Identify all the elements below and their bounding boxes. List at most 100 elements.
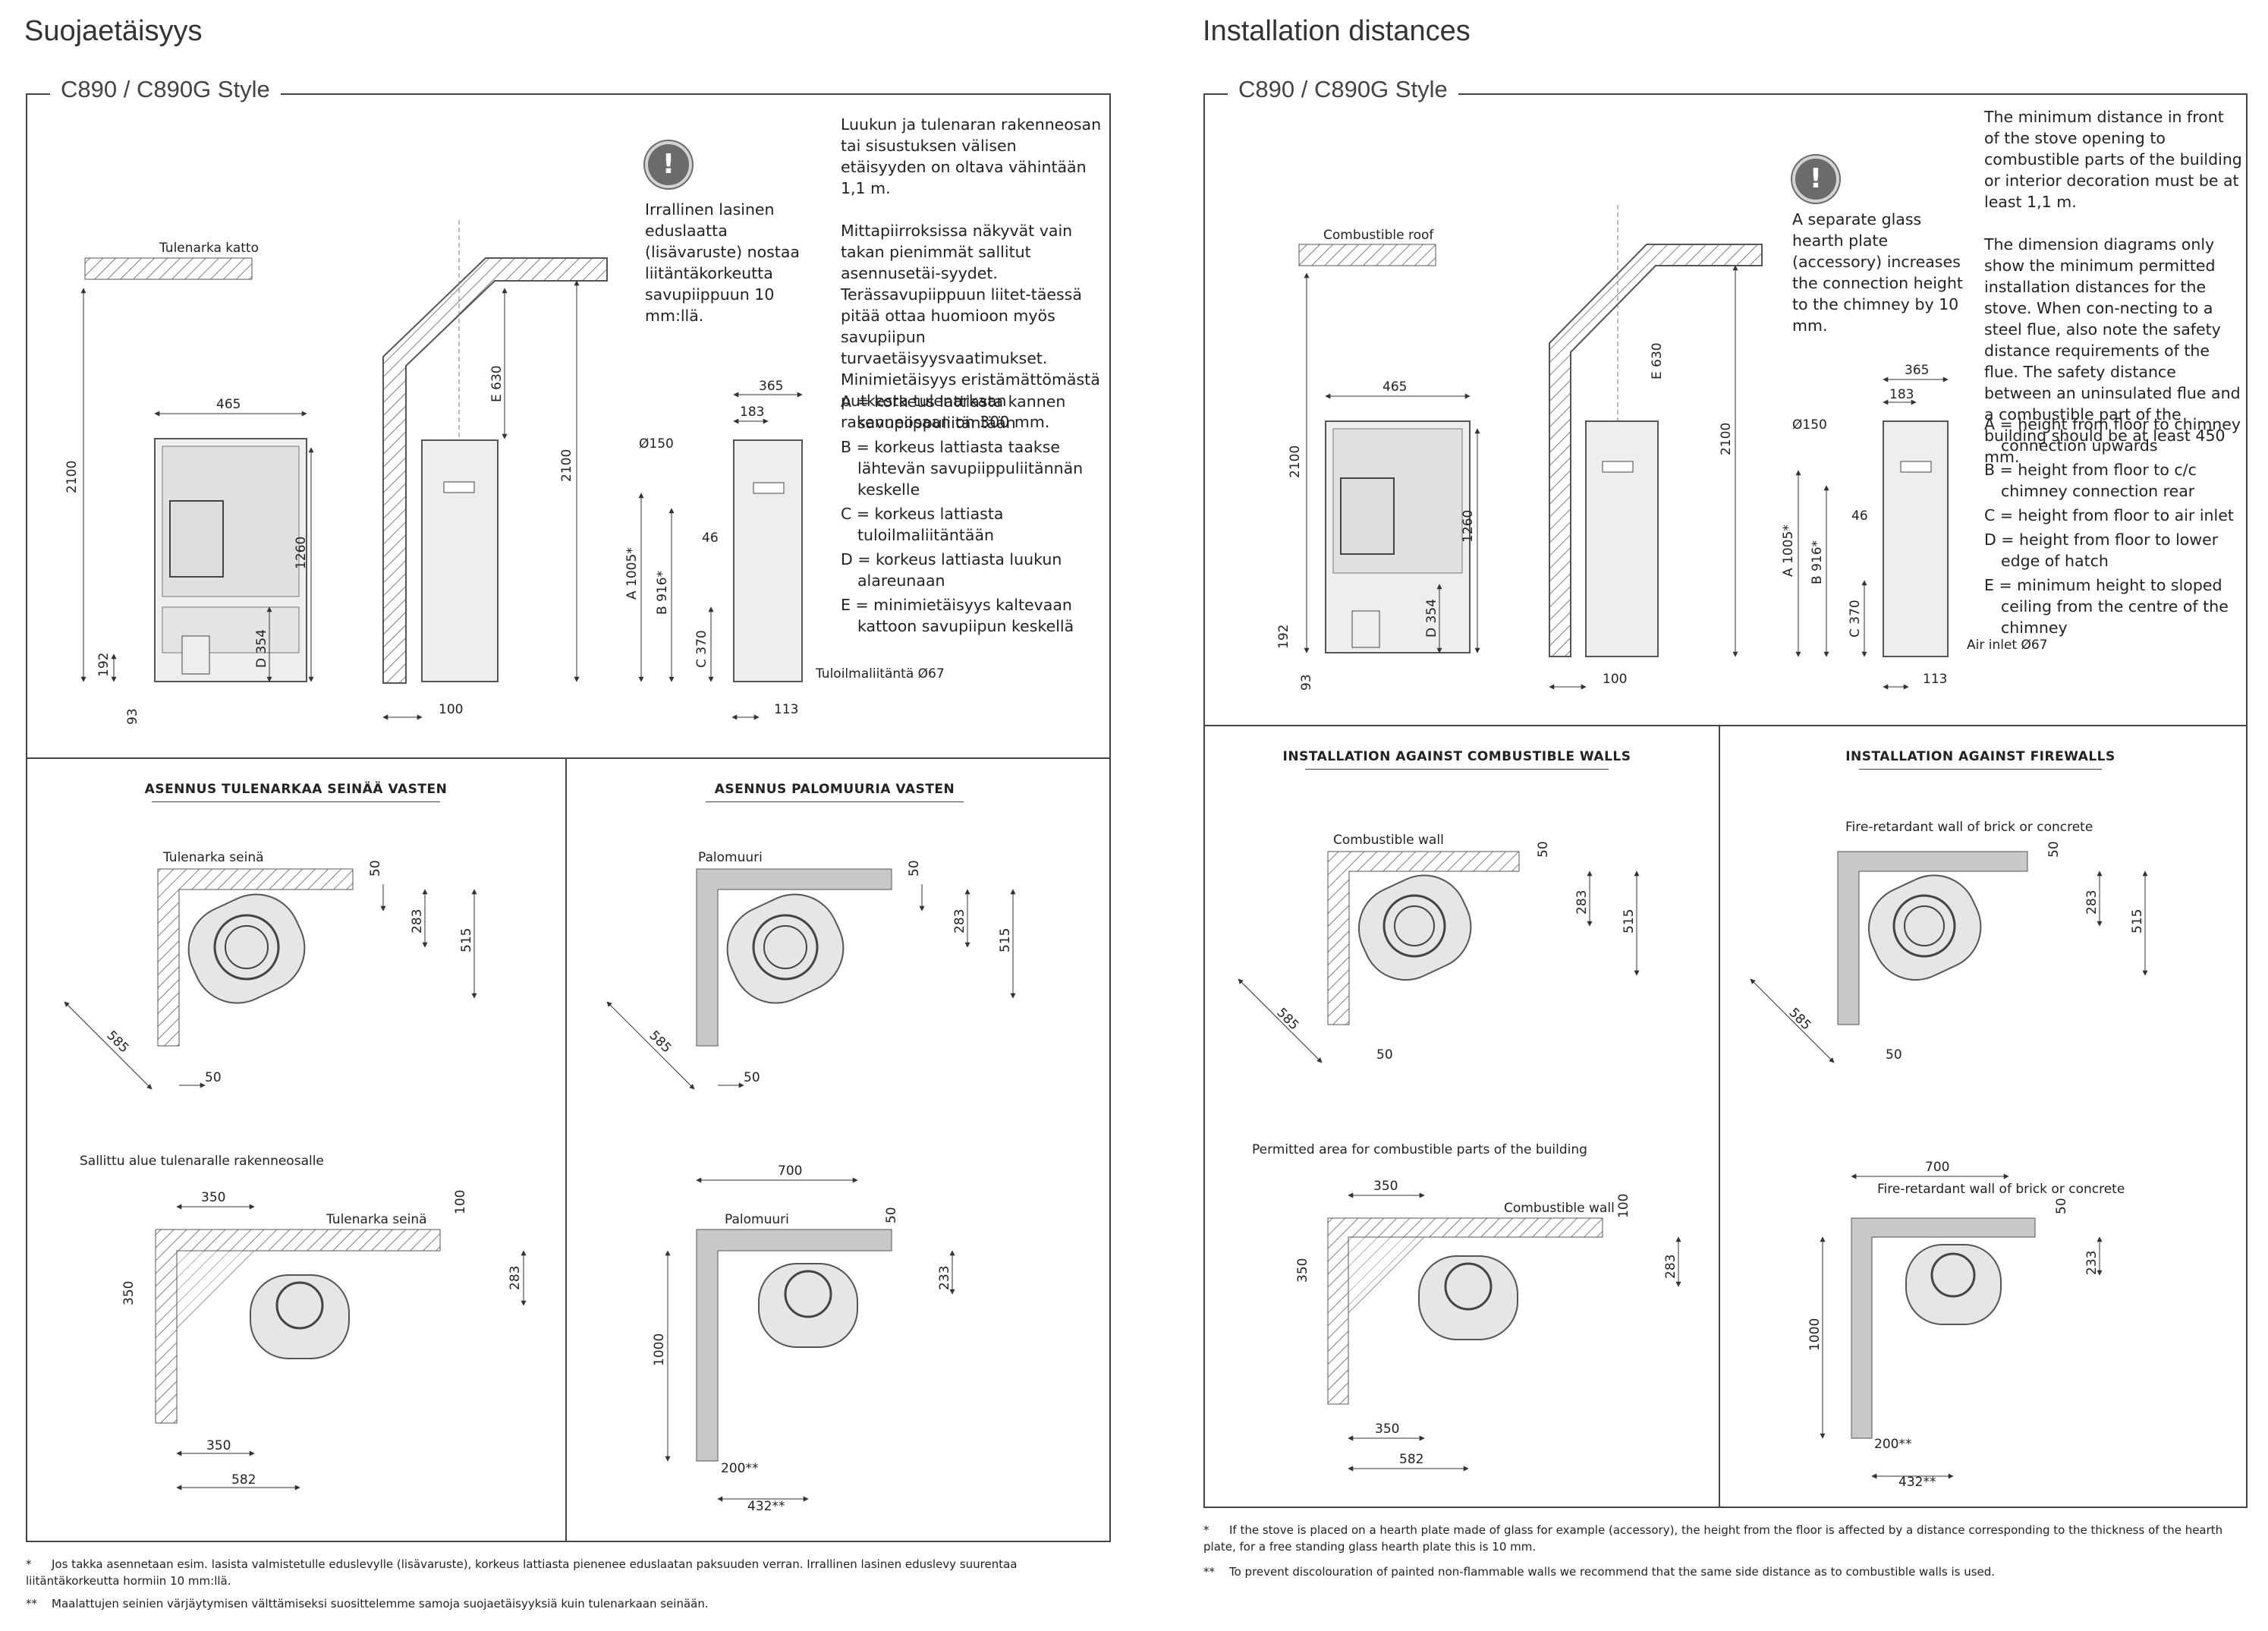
firewall-label: Fire-retardant wall of brick or concrete [1877,1182,2125,1197]
footnote-text: If the stove is placed on a hearth plate… [1203,1523,2223,1554]
firewall-label: Fire-retardant wall of brick or concrete [1845,820,2093,835]
dim-line [64,1001,153,1090]
dim-label: 93 [125,708,140,725]
elevation-drawings: Tulenarka katto 2100 465 1260 D 354 192 … [64,220,945,725]
dim-label: 700 [1925,1160,1949,1175]
stove-ring [225,925,269,969]
caption-underline [706,801,964,802]
dim-label: 350 [201,1190,225,1205]
legend-item: A = korkeus lattiasta kannen savupiippul… [841,392,1066,432]
info-paragraph: The dimension diagrams only show the min… [1984,235,2241,466]
dim-label: 50 [907,860,922,877]
dim-label: A 1005* [624,547,640,600]
dim-label: 200** [721,1461,758,1476]
stove-ring [784,1270,832,1318]
legend-item: B = height from floor to c/c chimney con… [1984,461,2197,500]
dim-label: A 1005* [1781,524,1796,577]
dim-label: 100 [1603,672,1627,687]
page-title: Suojaetäisyys [24,15,203,47]
legend-item: D = height from floor to lower edge of h… [1984,531,2219,570]
air-inlet-box [1351,610,1380,648]
stove-ring [275,1281,324,1330]
dim-label: 200** [1874,1437,1911,1452]
page-title: Installation distances [1203,15,1471,47]
dim-label: D 354 [1424,599,1439,638]
combustible-wall [1327,851,1520,1025]
dim-label: 283 [2084,890,2100,915]
legend-list: A = height from floor to chimney connect… [1984,414,2242,641]
dim-label: 192 [1276,625,1291,649]
column-divider [565,757,567,1541]
legend-item: C = height from floor to air inlet [1984,506,2234,524]
dim-label: 365 [759,379,783,394]
dim-label: 1260 [294,537,309,569]
permitted-area-label: Sallittu alue tulenaralle rakenneosalle [80,1154,324,1169]
dim-label: 582 [1399,1452,1423,1467]
dim-label: 2100 [559,449,574,482]
dim-line [1750,978,1835,1063]
dim-label: 515 [459,928,474,952]
dim-label: 183 [740,405,764,420]
warning-icon: ! [645,141,692,188]
info-text: The minimum distance in front of the sto… [1984,106,2242,468]
dim-label: 2100 [64,461,80,493]
stove-ring [213,914,280,981]
combustible-wall-label: Tulenarka seinä [162,850,264,865]
info-paragraph: Mittapiirroksissa näkyvät vain takan pie… [841,222,1100,431]
combustible-wall-label: Tulenarka seinä [326,1212,427,1227]
footnote-text: To prevent discolouration of painted non… [1229,1565,1996,1579]
dim-label: 350 [1295,1258,1310,1283]
main-frame [26,93,1111,1542]
permitted-area [1348,1236,1426,1315]
dim-label: C 370 [1848,600,1863,638]
caption-combustible: ASENNUS TULENARKAA SEINÄÄ VASTEN [144,782,448,797]
legend-item: E = minimietäisyys kaltevaan kattoon sav… [841,596,1074,635]
stove-ring [1892,894,1956,958]
chimney-connector [1602,461,1634,473]
caption-firewall: INSTALLATION AGAINST FIREWALLS [1845,749,2115,764]
dim-label: 585 [646,1028,674,1056]
combustible-wall [157,868,354,1047]
dim-label: 50 [2054,1198,2069,1214]
dim-label: 283 [1663,1255,1678,1279]
dim-label: B 916* [1810,540,1825,584]
dim-label: 50 [368,860,383,877]
chimney-connector [443,481,475,493]
stove-rear-view [733,439,803,682]
dim-label: 432** [747,1499,785,1514]
footnote-mark: ** [26,1597,37,1611]
dim-label: 113 [1923,672,1947,687]
stove-door [169,500,224,578]
dim-label: 585 [103,1028,131,1056]
dim-label: 350 [121,1281,137,1305]
firewall [1851,1217,2036,1439]
dim-line [1238,978,1323,1063]
dim-label: E 630 [489,365,505,402]
rear-connector [1900,461,1932,473]
dim-label: 515 [998,928,1013,952]
dim-label: 283 [1574,890,1590,915]
dim-label: 113 [774,702,798,717]
stove-plan [726,893,845,1004]
roof-label: Combustible roof [1323,228,1434,243]
dim-label: 100 [439,702,463,717]
dim-label: 233 [937,1266,952,1290]
dim-label: 350 [1373,1179,1398,1194]
dim-label: Ø150 [639,436,674,452]
air-inlet-label: Air inlet Ø67 [1967,638,2048,653]
dim-label: 50 [1536,841,1551,858]
dim-label: 585 [1785,1005,1813,1033]
dim-label: 1260 [1461,510,1476,543]
dim-label: 100 [1616,1194,1631,1218]
firewall [696,1229,892,1462]
dim-label: E 630 [1650,342,1665,379]
caption-underline [1305,769,1609,770]
stove-plan [1357,874,1472,981]
firewall-label: Palomuuri [698,850,763,865]
permitted-area [176,1250,256,1330]
footnote-mark: * [1203,1523,1209,1537]
dim-label: 46 [1851,509,1868,524]
stove-side [421,439,499,682]
permitted-area-label: Permitted area for combustible parts of … [1252,1142,1587,1157]
dim-label: 432** [1898,1475,1936,1490]
